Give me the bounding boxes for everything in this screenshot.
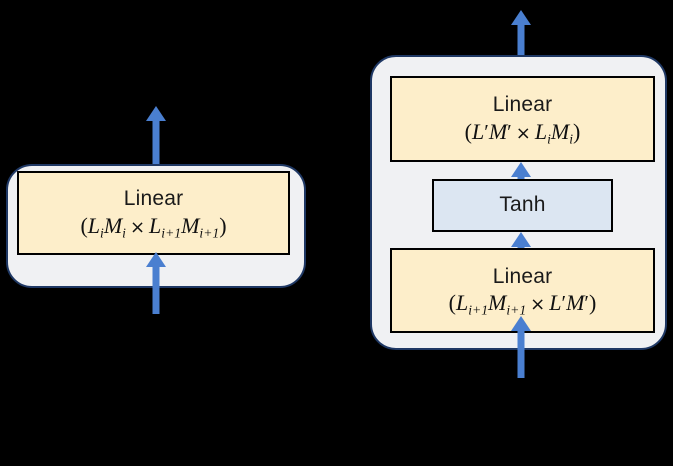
- arrow-shaft: [517, 23, 525, 78]
- arrow-head-icon: [511, 162, 531, 177]
- right-tanh-label: Tanh: [499, 193, 546, 217]
- left-linear-block[interactable]: Linear (LiMi×Li+1Mi+1): [17, 171, 290, 255]
- arrow-head-icon: [511, 316, 531, 331]
- arrow-shaft: [152, 119, 160, 166]
- arrow-head-icon: [511, 10, 531, 25]
- arrow-head-icon: [146, 106, 166, 121]
- right-mid-lower-arrow: [510, 232, 532, 250]
- left-linear-shape: (LiMi×Li+1Mi+1): [80, 212, 227, 241]
- arrow-head-icon: [146, 252, 166, 267]
- right-mid-upper-arrow: [510, 162, 532, 180]
- arrow-shaft: [517, 175, 525, 180]
- right-tanh-block[interactable]: Tanh: [432, 179, 613, 232]
- left-input-arrow: [145, 252, 167, 314]
- right-linear-bottom-shape: (Li+1Mi+1×L′M′): [448, 290, 597, 318]
- left-linear-label: Linear: [123, 187, 184, 211]
- arrow-shaft: [152, 265, 160, 314]
- arrow-shaft: [517, 329, 525, 378]
- right-linear-top-label: Linear: [492, 93, 553, 117]
- arrow-shaft: [517, 245, 525, 250]
- right-linear-top-block[interactable]: Linear (L′M′×LiMi): [390, 76, 655, 162]
- arrow-head-icon: [511, 232, 531, 247]
- right-input-arrow: [510, 316, 532, 378]
- right-linear-top-shape: (L′M′×LiMi): [464, 118, 581, 147]
- right-linear-bottom-label: Linear: [492, 264, 553, 288]
- right-output-arrow: [510, 10, 532, 78]
- left-output-arrow: [145, 106, 167, 166]
